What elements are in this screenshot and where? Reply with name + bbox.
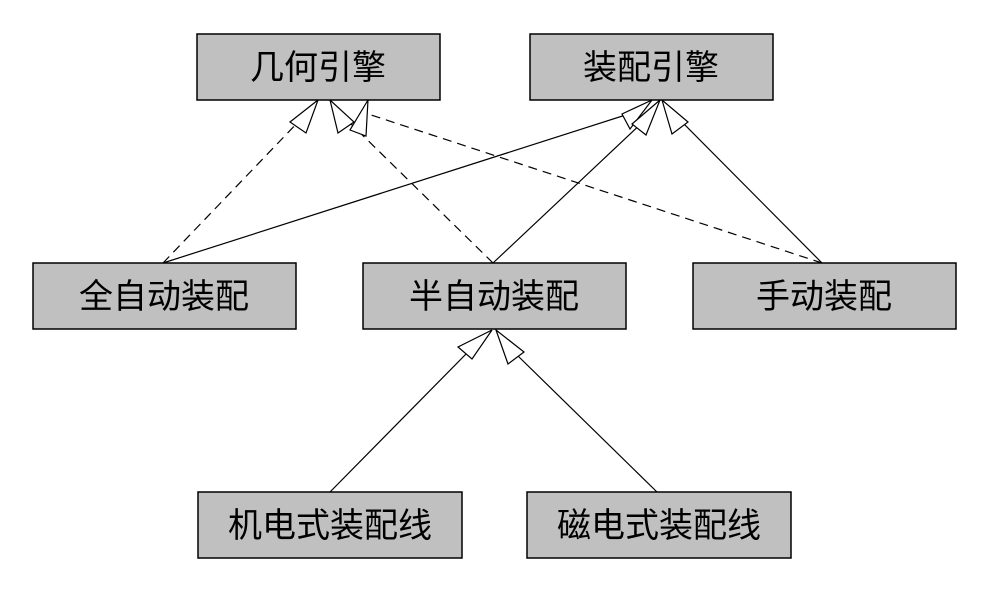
edge-fully-automatic-to-geometry-engine <box>162 117 303 264</box>
node-fully-automatic: 全自动装配 <box>32 262 297 330</box>
arrowhead-semi-automatic-2 <box>494 328 525 365</box>
node-magnetic-line-label: 磁电式装配线 <box>557 506 761 546</box>
arrowheads-layer <box>288 98 689 365</box>
arrowhead-semi-automatic-1 <box>456 329 493 360</box>
edge-electromechanical-line-to-semi-automatic <box>329 351 469 493</box>
node-semi-automatic-box <box>362 262 627 330</box>
node-assembly-engine-box <box>529 33 774 101</box>
node-manual: 手动装配 <box>692 262 957 330</box>
node-magnetic-line: 磁电式装配线 <box>526 491 792 559</box>
node-electromechanical-line-label: 机电式装配线 <box>228 506 432 546</box>
node-electromechanical-line: 机电式装配线 <box>197 491 463 559</box>
node-geometry-engine-box <box>196 33 441 101</box>
edge-fully-automatic-to-assembly-engine <box>162 111 636 264</box>
edge-manual-to-assembly-engine <box>681 121 823 264</box>
nodes-layer: 几何引擎 装配引擎 全自动装配 半自动装配 手动装配 机电式装配线 磁电式装配线 <box>32 33 957 559</box>
node-assembly-engine-label: 装配引擎 <box>583 48 719 88</box>
node-assembly-engine: 装配引擎 <box>529 33 774 101</box>
node-semi-automatic: 半自动装配 <box>362 262 627 330</box>
arrowhead-geometry-engine-3 <box>349 99 369 137</box>
node-fully-automatic-box <box>32 262 297 330</box>
node-electromechanical-line-box <box>197 491 463 559</box>
node-manual-label: 手动装配 <box>756 277 892 317</box>
edges-layer <box>162 111 823 493</box>
node-semi-automatic-label: 半自动装配 <box>409 277 579 317</box>
arrowhead-assembly-engine-3 <box>660 98 689 135</box>
edge-semi-automatic-to-assembly-engine <box>492 119 646 264</box>
node-fully-automatic-label: 全自动装配 <box>79 277 249 317</box>
arrowhead-geometry-engine-1 <box>288 98 320 134</box>
edge-manual-to-geometry-engine <box>361 111 823 264</box>
edge-magnetic-line-to-semi-automatic <box>517 355 658 493</box>
arrowhead-assembly-engine-1 <box>621 99 653 131</box>
edge-semi-automatic-to-geometry-engine <box>344 117 494 264</box>
node-geometry-engine-label: 几何引擎 <box>250 48 386 88</box>
node-geometry-engine: 几何引擎 <box>196 33 441 101</box>
arrowhead-assembly-engine-2 <box>631 99 661 136</box>
node-magnetic-line-box <box>526 491 792 559</box>
node-manual-box <box>692 262 957 330</box>
arrowhead-geometry-engine-2 <box>328 98 355 134</box>
